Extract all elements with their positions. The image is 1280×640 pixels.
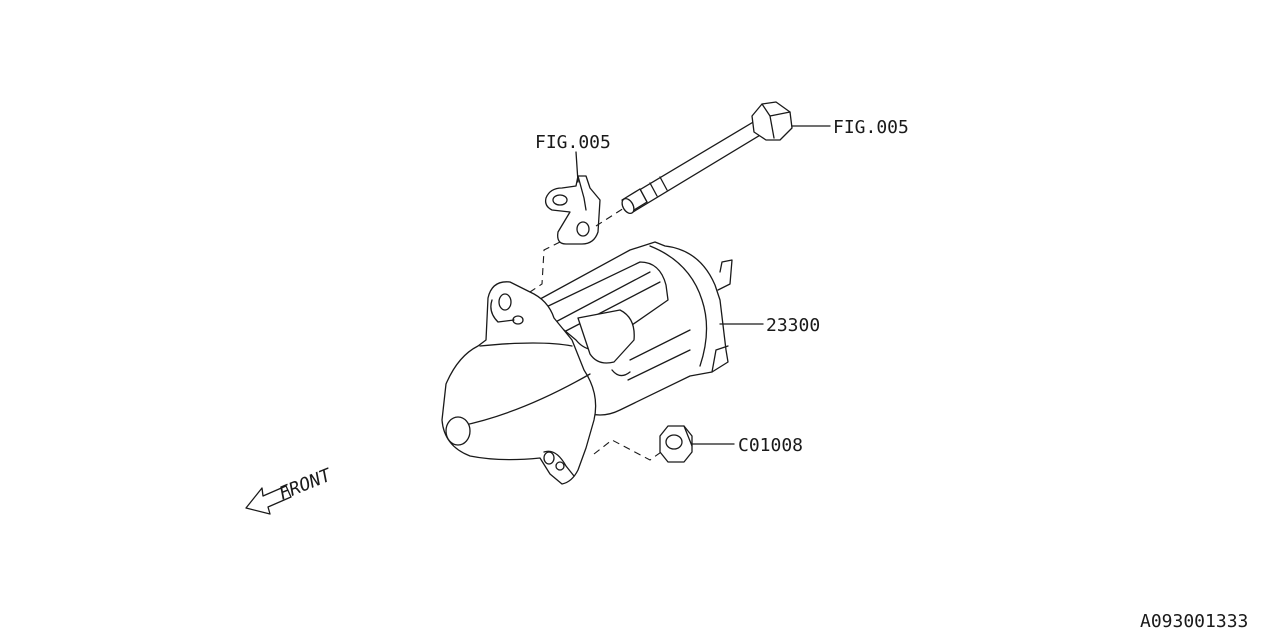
flange-nut	[659, 425, 693, 463]
starter-to-nut-dashed-line	[593, 439, 665, 461]
bolt-fig-ref: FIG.005	[833, 117, 909, 138]
bracket-fig-ref: FIG.005	[535, 132, 611, 153]
nut-part-number: C01008	[738, 435, 803, 456]
bolt-to-bracket-dashed-line	[595, 207, 625, 227]
starter-motor	[441, 241, 733, 485]
mounting-bolt	[621, 101, 793, 215]
front-direction-label: FRONT	[276, 464, 335, 504]
diagram-id: A093001333	[1140, 611, 1248, 632]
bracket-leader	[575, 151, 579, 183]
starter-part-number: 23300	[766, 315, 820, 336]
front-arrow-icon	[245, 485, 292, 515]
bracket	[544, 175, 601, 245]
bracket-to-starter-dashed-line	[529, 241, 561, 293]
